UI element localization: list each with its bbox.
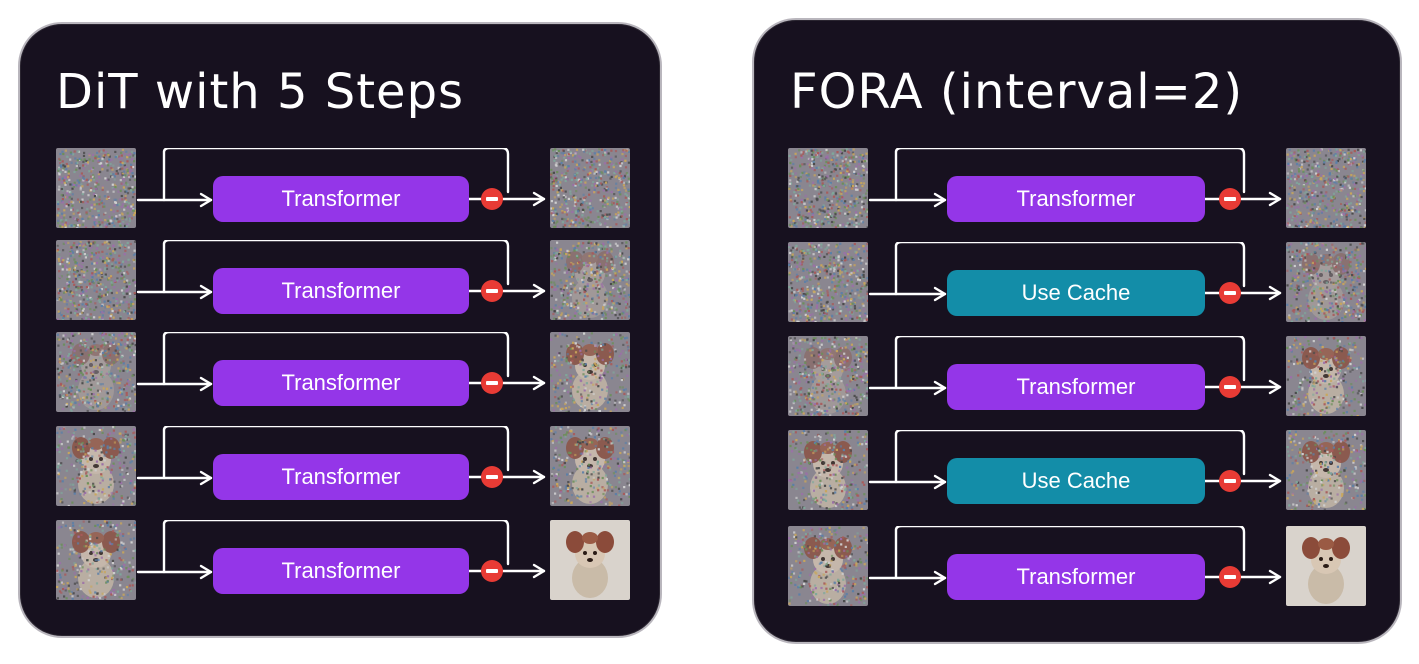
transformer-block: Transformer (213, 454, 469, 500)
transformer-block: Transformer (947, 554, 1205, 600)
output-latent-image (550, 240, 630, 320)
input-latent-image (56, 520, 136, 600)
step-row: Use Cache (754, 242, 1400, 328)
use-cache-block: Use Cache (947, 270, 1205, 316)
subtract-node-icon (1219, 188, 1241, 210)
input-latent-image (788, 336, 868, 416)
output-latent-image (1286, 242, 1366, 322)
step-row: Transformer (20, 426, 660, 512)
step-row: Transformer (20, 332, 660, 418)
output-latent-image (1286, 430, 1366, 510)
input-latent-image (788, 148, 868, 228)
transformer-block: Transformer (213, 548, 469, 594)
step-row: Use Cache (754, 430, 1400, 516)
input-latent-image (788, 526, 868, 606)
input-latent-image (56, 426, 136, 506)
step-row: Transformer (754, 526, 1400, 612)
step-row: Transformer (754, 336, 1400, 422)
step-row: Transformer (754, 148, 1400, 234)
output-latent-image (1286, 336, 1366, 416)
transformer-block: Transformer (213, 176, 469, 222)
subtract-node-icon (1219, 282, 1241, 304)
input-latent-image (788, 430, 868, 510)
output-latent-image (550, 426, 630, 506)
use-cache-block: Use Cache (947, 458, 1205, 504)
output-latent-image (550, 520, 630, 600)
subtract-node-icon (481, 372, 503, 394)
step-row: Transformer (20, 520, 660, 606)
subtract-node-icon (481, 280, 503, 302)
step-row: Transformer (20, 148, 660, 234)
output-latent-image (1286, 148, 1366, 228)
input-latent-image (56, 148, 136, 228)
transformer-block: Transformer (213, 360, 469, 406)
output-latent-image (550, 332, 630, 412)
transformer-block: Transformer (947, 364, 1205, 410)
subtract-node-icon (1219, 376, 1241, 398)
fora-panel-title: FORA (interval=2) (790, 64, 1244, 120)
transformer-block: Transformer (947, 176, 1205, 222)
dit-panel-title: DiT with 5 Steps (56, 64, 465, 120)
subtract-node-icon (481, 560, 503, 582)
input-latent-image (56, 332, 136, 412)
output-latent-image (1286, 526, 1366, 606)
step-row: Transformer (20, 240, 660, 326)
subtract-node-icon (481, 188, 503, 210)
output-latent-image (550, 148, 630, 228)
input-latent-image (788, 242, 868, 322)
subtract-node-icon (1219, 566, 1241, 588)
subtract-node-icon (1219, 470, 1241, 492)
transformer-block: Transformer (213, 268, 469, 314)
subtract-node-icon (481, 466, 503, 488)
input-latent-image (56, 240, 136, 320)
